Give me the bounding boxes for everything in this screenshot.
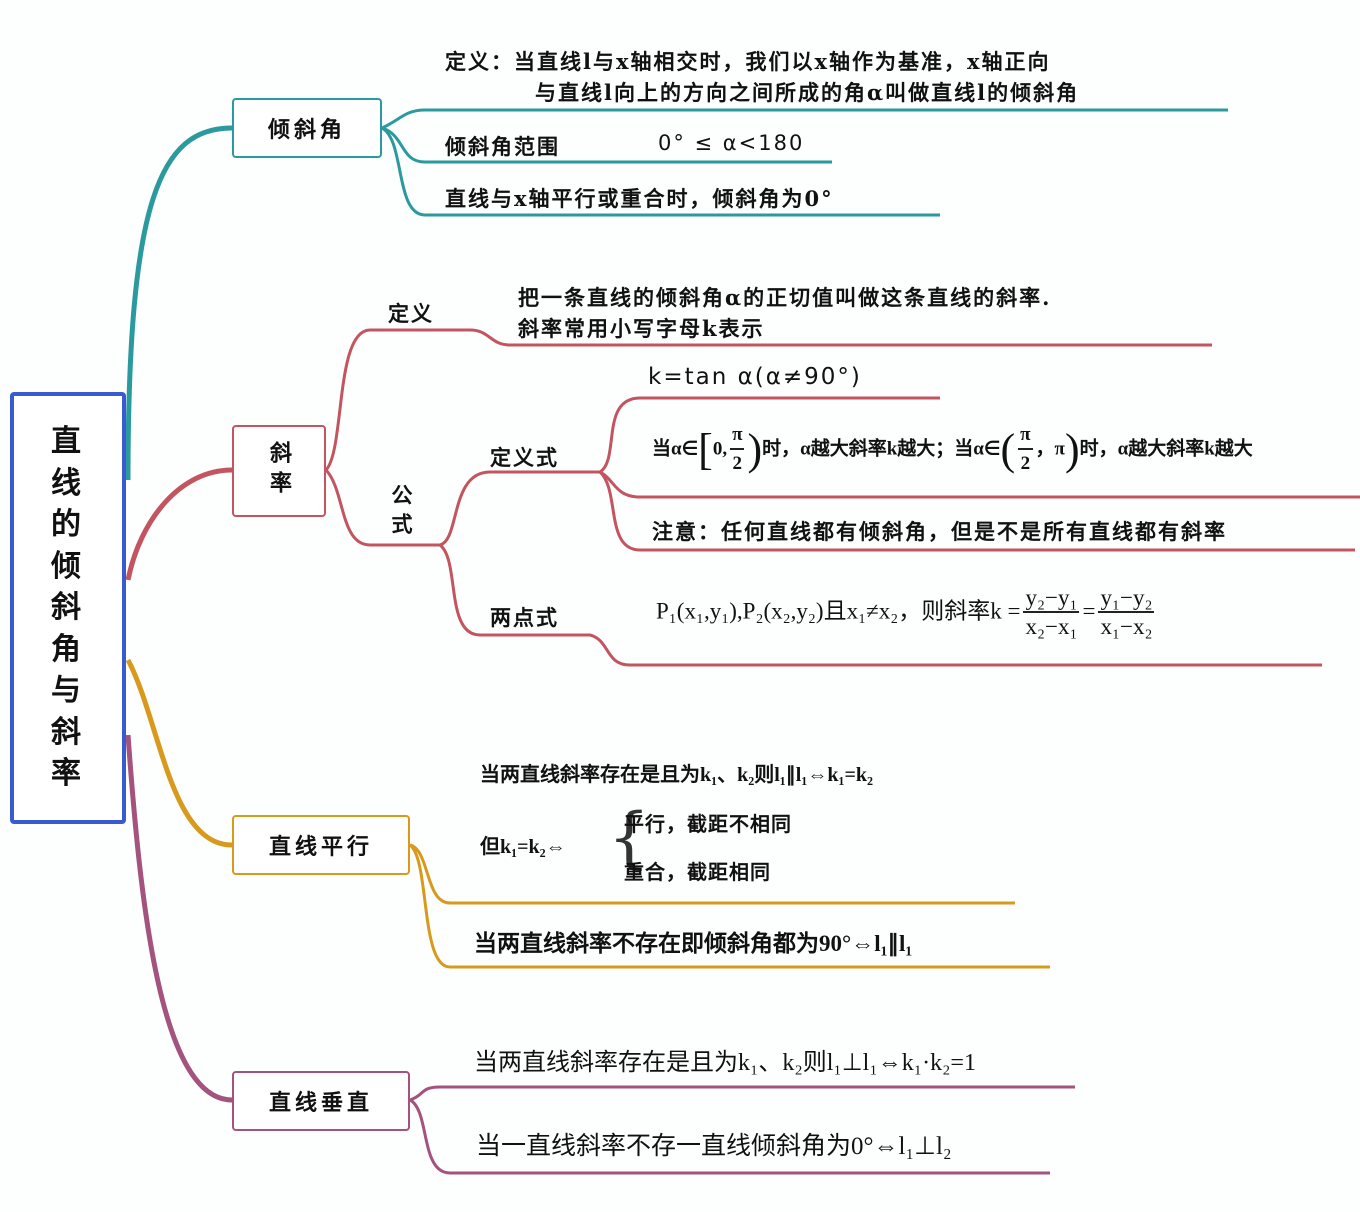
slope-connectors [125,328,1360,667]
slope-formula-label: 公式 [389,484,414,542]
mono-part: 0, [712,438,728,460]
parallel-connectors [125,658,1050,969]
numerator: π [1018,422,1033,450]
denominator: x₂−x₁ [1025,614,1078,639]
numerator: y₂−y₁ [1023,585,1080,613]
incline-definition-line1: 定义：当直线l与x轴相交时，我们以x轴作为基准，x轴正向 [445,49,1051,74]
topic-label: 斜率 [266,441,292,501]
brace: { [608,799,650,876]
parallel-case1: 平行，截距不相同 [624,812,792,836]
parallel-line1: 当两直线斜率存在是且为k₁、k₂则l₁∥l₁⇔k₁=k₂ [480,764,873,786]
formula-part: P₁(x₁,y₁),P₂(x₂,y₂)且x₁≠x₂，则斜率k = [656,598,1021,624]
topic-perpendicular[interactable]: 直线垂直 [232,1071,410,1131]
root-char: 线 [51,465,85,501]
numerator: π [730,422,745,450]
incline-zero: 直线与x轴平行或重合时，倾斜角为0° [445,186,834,211]
mono-part: ，π [1035,438,1065,460]
root-char: 斜 [51,590,85,626]
perpendicular-line1: 当两直线斜率存在是且为k₁、k₂则l₁⊥l₁⇔k₁·k₂=1 [474,1050,976,1076]
root-char: 直 [51,424,85,460]
slope-definition-line2: 斜率常用小写字母k表示 [518,316,765,341]
bracket: ) [747,425,763,474]
denominator: 2 [1020,453,1031,474]
mono-part: 时，α越大斜率k越大；当α∈ [762,438,1001,460]
root-char: 角 [51,631,85,667]
denominator: 2 [732,453,743,474]
topic-parallel[interactable]: 直线平行 [232,815,410,875]
two-point-label: 两点式 [490,605,559,630]
root-char: 倾 [51,548,85,584]
root-char: 的 [51,507,85,543]
topic-label: 倾斜角 [267,117,346,143]
root-char: 率 [51,756,85,792]
incline-connectors [125,108,1228,481]
mono-part: 时，α越大斜率k越大 [1079,438,1253,460]
root-char: 与 [51,673,85,709]
tan-formula: k=tan α(α≠90°) [648,364,862,390]
parallel-but: 但k₁=k₂⇔ [480,836,566,858]
parallel-case2: 重合，截距相同 [624,860,771,884]
perpendicular-connectors [125,734,1075,1175]
numerator: y₁−y₂ [1098,585,1155,613]
slope-note: 注意：任何直线都有倾斜角，但是不是所有直线都有斜率 [652,519,1227,544]
bracket: ) [1064,425,1080,474]
root-char: 斜 [51,714,85,750]
incline-definition-line2: 与直线l向上的方向之间所成的角α叫做直线l的倾斜角 [535,80,1080,105]
slope-definition-line1: 把一条直线的倾斜角α的正切值叫做这条直线的斜率. [518,285,1052,310]
incline-range-value: 0° ≤ α<180 [658,131,805,155]
equals: = [1082,598,1096,624]
parallel-line2: 当两直线斜率不存在即倾斜角都为90°⇔l₁∥l₁ [474,931,913,956]
definition-formula-label: 定义式 [490,445,559,470]
perpendicular-line2: 当一直线斜率不存一直线倾斜角为0°⇔l₁⊥l₂ [476,1133,952,1160]
root-topic[interactable]: 直 线 的 倾 斜 角 与 斜 率 [10,392,126,824]
mono-part: 当α∈ [652,438,699,460]
topic-incline-angle[interactable]: 倾斜角 [232,98,382,158]
topic-slope[interactable]: 斜率 [232,425,326,517]
denominator: x₁−x₂ [1100,614,1153,639]
topic-label: 直线垂直 [268,1090,373,1116]
slope-definition-label: 定义 [388,301,434,326]
bracket: ( [1000,425,1016,474]
incline-range-label: 倾斜角范围 [445,134,560,159]
bracket: [ [698,425,713,474]
topic-label: 直线平行 [268,834,373,860]
